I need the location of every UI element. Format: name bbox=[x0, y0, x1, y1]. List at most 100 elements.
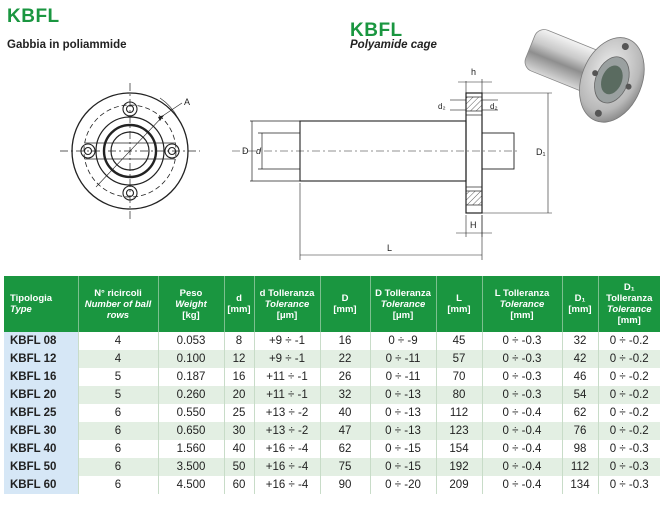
type-cell: KBFL 50 bbox=[4, 458, 79, 476]
table-cell: +11 ÷ -1 bbox=[254, 386, 321, 404]
column-header: D₁[mm] bbox=[562, 276, 599, 332]
column-header-italian: D Tolleranza bbox=[375, 287, 431, 299]
side-view bbox=[232, 79, 552, 260]
table-cell: 6 bbox=[78, 476, 159, 494]
product-code-right: KBFL bbox=[350, 20, 403, 41]
table-cell: 0.053 bbox=[158, 332, 225, 350]
table-cell: 0 ÷ -15 bbox=[370, 458, 437, 476]
column-header-italian: D₁ bbox=[574, 293, 586, 304]
table-cell: 5 bbox=[78, 386, 159, 404]
table-cell: 0 ÷ -0.4 bbox=[482, 404, 563, 422]
column-header-unit: [mm] bbox=[510, 309, 534, 321]
table-cell: 90 bbox=[320, 476, 371, 494]
table-cell: 4 bbox=[78, 350, 159, 368]
table-cell: 0 ÷ -0.4 bbox=[482, 440, 563, 458]
column-header-english: Tolerance bbox=[499, 298, 545, 310]
type-cell: KBFL 16 bbox=[4, 368, 79, 386]
table-cell: 123 bbox=[436, 422, 483, 440]
table-cell: 5 bbox=[78, 368, 159, 386]
table-cell: 0 ÷ -0.2 bbox=[598, 422, 660, 440]
table-cell: 16 bbox=[320, 332, 371, 350]
table-cell: 0 ÷ -0.2 bbox=[598, 368, 660, 386]
table-cell: 26 bbox=[320, 368, 371, 386]
table-cell: 57 bbox=[436, 350, 483, 368]
column-header-italian: L bbox=[456, 293, 462, 304]
table-cell: 4.500 bbox=[158, 476, 225, 494]
column-header-english: Tolerance bbox=[264, 298, 310, 310]
column-header-unit: [mm] bbox=[447, 304, 471, 315]
column-header: D[mm] bbox=[320, 276, 371, 332]
column-header-italian: d bbox=[236, 293, 242, 304]
column-header-italian: D₁ Tolleranza bbox=[606, 282, 653, 304]
table-cell: +16 ÷ -4 bbox=[254, 440, 321, 458]
table-cell: 12 bbox=[224, 350, 255, 368]
table-cell: 0 ÷ -0.3 bbox=[482, 368, 563, 386]
cage-description-english: Polyamide cage bbox=[350, 39, 437, 51]
type-cell: KBFL 40 bbox=[4, 440, 79, 458]
column-header-unit: [mm] bbox=[227, 304, 251, 315]
table-cell: 42 bbox=[562, 350, 599, 368]
dim-label-d2-left: d₂ bbox=[438, 102, 446, 111]
column-header-unit: [μm] bbox=[392, 309, 414, 321]
dim-label-L: L bbox=[387, 243, 392, 253]
table-cell: 3.500 bbox=[158, 458, 225, 476]
table-cell: +16 ÷ -4 bbox=[254, 458, 321, 476]
table-cell: 0 ÷ -13 bbox=[370, 422, 437, 440]
column-header-italian: L Tolleranza bbox=[494, 287, 550, 299]
column-header-english: Weight bbox=[175, 298, 207, 310]
table-cell: 0 ÷ -11 bbox=[370, 350, 437, 368]
column-header-unit: [kg] bbox=[182, 309, 200, 321]
table-cell: 70 bbox=[436, 368, 483, 386]
dim-label-d2-right: d₂ bbox=[490, 102, 498, 111]
table-cell: 0 ÷ -0.2 bbox=[598, 404, 660, 422]
column-header-english: Number of ball rows bbox=[84, 298, 152, 321]
table-cell: 0 ÷ -13 bbox=[370, 386, 437, 404]
table-cell: 54 bbox=[562, 386, 599, 404]
table-cell: 0 ÷ -0.2 bbox=[598, 350, 660, 368]
type-cell: KBFL 08 bbox=[4, 332, 79, 350]
table-cell: +16 ÷ -4 bbox=[254, 476, 321, 494]
column-header-italian: N° ricircoli bbox=[94, 287, 142, 299]
table-cell: 60 bbox=[224, 476, 255, 494]
table-cell: +13 ÷ -2 bbox=[254, 422, 321, 440]
table-cell: 0.187 bbox=[158, 368, 225, 386]
table-cell: 0 ÷ -11 bbox=[370, 368, 437, 386]
column-header-italian: d Tolleranza bbox=[259, 287, 315, 299]
table-cell: 8 bbox=[224, 332, 255, 350]
column-header: d[mm] bbox=[224, 276, 255, 332]
table-cell: 0 ÷ -0.3 bbox=[482, 350, 563, 368]
column-header-italian: D bbox=[341, 293, 349, 304]
table-cell: 112 bbox=[436, 404, 483, 422]
table-cell: 0 ÷ -0.3 bbox=[598, 476, 660, 494]
column-header-english: Type bbox=[10, 304, 32, 315]
column-header-unit: [mm] bbox=[333, 304, 357, 315]
table-cell: +11 ÷ -1 bbox=[254, 368, 321, 386]
dim-label-H: H bbox=[470, 220, 477, 230]
type-cell: KBFL 25 bbox=[4, 404, 79, 422]
product-code-left: KBFL bbox=[7, 6, 60, 27]
table-cell: 0 ÷ -0.4 bbox=[482, 458, 563, 476]
table-cell: 0 ÷ -0.2 bbox=[598, 386, 660, 404]
table-cell: 98 bbox=[562, 440, 599, 458]
table-cell: 40 bbox=[224, 440, 255, 458]
table-cell: 46 bbox=[562, 368, 599, 386]
dim-label-D1: D₁ bbox=[536, 147, 546, 157]
table-cell: 0 ÷ -0.3 bbox=[598, 440, 660, 458]
table-cell: 0 ÷ -20 bbox=[370, 476, 437, 494]
table-cell: 50 bbox=[224, 458, 255, 476]
product-photo bbox=[524, 29, 645, 123]
